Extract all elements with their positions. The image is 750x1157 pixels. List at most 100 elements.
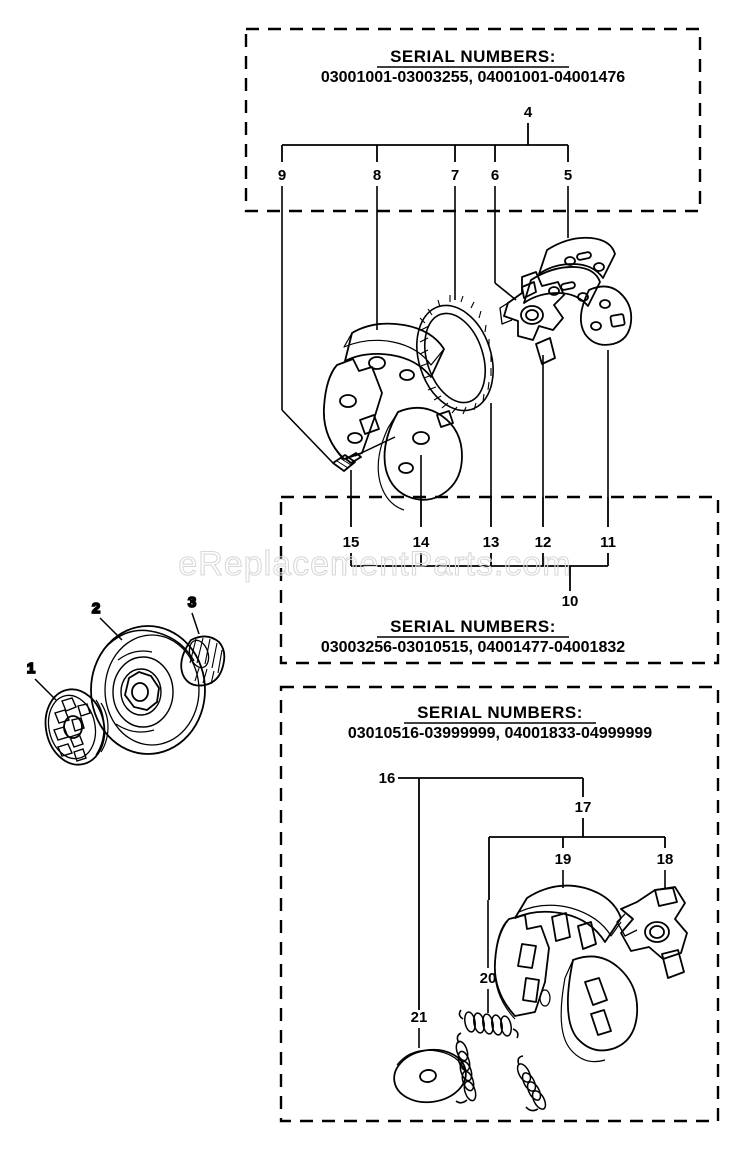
- shoe-top-lug2: [577, 921, 597, 950]
- drum-outer: [90, 625, 206, 755]
- plate1-hole1: [564, 256, 576, 266]
- spring-1-hook2: [512, 1028, 519, 1039]
- callout-14: 14: [413, 534, 430, 551]
- clutch-spring-ring: [416, 295, 494, 415]
- drum-inner-rim: [104, 634, 200, 746]
- sprocket-bore: [63, 715, 83, 739]
- clutch-assembly-bottom: [393, 884, 688, 1112]
- sprocket-side-a: [95, 699, 105, 756]
- leader-9b: [281, 409, 334, 464]
- sprocket-side-b: [100, 702, 109, 753]
- drum-spline: [124, 671, 160, 711]
- callout-8: 8: [373, 167, 381, 184]
- needle-bearing: [180, 635, 226, 687]
- serial-box-top: [244, 27, 702, 213]
- spring-2: [455, 1032, 477, 1104]
- spider-bore-inner: [525, 309, 539, 321]
- spring-1: [458, 1009, 519, 1039]
- shoe-b-notch: [359, 414, 380, 435]
- drum-arc1: [117, 650, 153, 661]
- serial-box-middle: [279, 495, 720, 665]
- shoe-left-lug2: [522, 977, 540, 1003]
- bolt-hatch2: [339, 457, 352, 466]
- plate2-hole1: [548, 286, 560, 296]
- serial-title-middle: SERIAL NUMBERS:: [390, 617, 556, 636]
- spider-lug-bottom: [535, 337, 556, 365]
- shoe-b-edge: [323, 364, 344, 460]
- drum-hub-ring: [112, 656, 174, 728]
- spring-1-hook: [458, 1009, 464, 1020]
- leader-3: [191, 612, 200, 635]
- shoe-c-notch: [436, 410, 454, 428]
- clutch-assembly-top: [322, 236, 633, 511]
- shoe-top-lug1: [551, 912, 571, 942]
- callout-6: 6: [491, 167, 499, 184]
- watermark: eReplacementParts.com: [178, 545, 571, 583]
- bearing-body: [180, 635, 226, 687]
- callout-5: 5: [564, 167, 572, 184]
- drum-hub-inner: [120, 668, 162, 716]
- shoe-c-edge: [377, 411, 405, 511]
- drum-top-edge: [103, 629, 195, 662]
- callout-13: 13: [483, 534, 500, 551]
- callout-16: 16: [379, 770, 396, 787]
- serial-title-bottom: SERIAL NUMBERS:: [417, 703, 583, 722]
- shoe-a-hole1: [368, 356, 386, 370]
- bottom-spider-lug-left: [616, 913, 638, 937]
- shoe-plate-1: [538, 236, 616, 279]
- shoe-right-lug2: [590, 1009, 612, 1036]
- callout-3: 3: [188, 594, 196, 611]
- callout-15: 15: [343, 534, 360, 551]
- serial-range-middle: 03003256-03010515, 04001477-04001832: [321, 639, 625, 656]
- bottom-shoe-right: [566, 955, 639, 1052]
- sprocket-teeth: [53, 697, 91, 762]
- leader-6b: [494, 282, 517, 301]
- drum-arc2: [115, 723, 155, 733]
- shoe-b-hole1: [339, 394, 357, 408]
- callout-11: 11: [600, 534, 616, 551]
- shoe-plate-3: [579, 285, 633, 346]
- callout-17: 17: [575, 799, 592, 816]
- callout-21: 21: [411, 1009, 428, 1026]
- bolt-shank: [354, 436, 396, 457]
- callout-9: 9: [278, 167, 286, 184]
- plate2-slot: [560, 281, 576, 291]
- clutch-spring-group: [455, 1009, 547, 1112]
- spring-2-hook2: [455, 1099, 468, 1104]
- shoe-left-lug1: [517, 943, 537, 969]
- bottom-shoe-left-edge: [494, 918, 516, 1020]
- washer-bore: [419, 1069, 437, 1083]
- callout-19: 19: [555, 851, 572, 868]
- clutch-spider-hub: [499, 271, 565, 365]
- bottom-shoe-right-edge: [560, 959, 606, 1063]
- bolt-hatch1: [336, 460, 349, 469]
- shoe-a-hole2: [399, 369, 415, 381]
- bottom-shoe-top-edge: [518, 897, 622, 937]
- spider-lug-left: [499, 302, 513, 325]
- left-parts-group: 2 1 3: [26, 593, 226, 766]
- clutch-shoe-c: [383, 406, 463, 501]
- spring-3-hook2: [525, 1106, 539, 1112]
- serial-title-top: SERIAL NUMBERS:: [390, 47, 556, 66]
- washer-edge: [396, 1049, 466, 1072]
- plate3-hole1: [599, 299, 611, 309]
- bottom-spider-body: [620, 886, 688, 960]
- bolt-head: [332, 454, 356, 472]
- spring-3: [516, 1055, 547, 1112]
- spring-ring-inner: [424, 312, 486, 404]
- spring-coils: [419, 295, 492, 415]
- callout-7: 7: [451, 167, 459, 184]
- spider-body: [503, 271, 565, 341]
- callout-2: 2: [92, 600, 100, 617]
- callout-18: 18: [657, 851, 674, 868]
- bottom-spider-lug-top: [654, 887, 678, 907]
- plate2-hole2: [577, 292, 589, 302]
- bottom-spider-lug-bottom: [661, 949, 685, 979]
- shoe-c-hole2: [398, 462, 414, 474]
- clutch-bolt-part: [332, 436, 396, 472]
- leader-1: [34, 678, 57, 701]
- plate1-slot: [576, 251, 592, 261]
- serial-box-bottom: [279, 685, 720, 1123]
